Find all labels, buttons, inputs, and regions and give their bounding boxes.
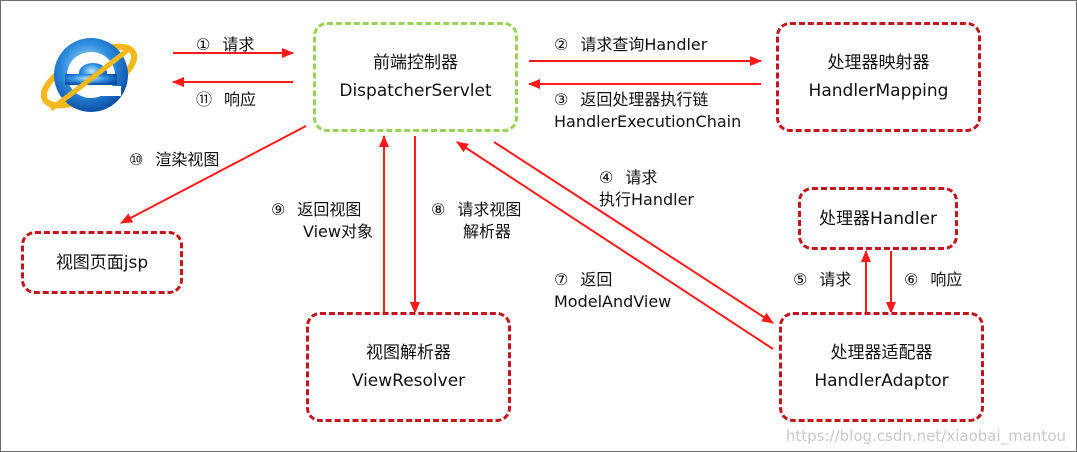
step-6-text: 响应 bbox=[930, 270, 963, 289]
step-10-number: ⑩ bbox=[129, 150, 144, 169]
step-9-text: 返回视图 bbox=[297, 200, 362, 219]
step-7-number: ⑦ bbox=[554, 270, 569, 289]
step-8-number: ⑧ bbox=[431, 200, 446, 219]
step-2-number: ② bbox=[554, 35, 569, 54]
step-2-text: 请求查询Handler bbox=[580, 35, 708, 54]
view-page-box: 视图页面jsp bbox=[21, 231, 183, 294]
internet-explorer-icon bbox=[40, 38, 138, 112]
handler-mapping-title: 处理器映射器 bbox=[827, 53, 930, 73]
step-4-label: ④ 请求 执行Handler bbox=[599, 167, 694, 211]
step-3-label: ③ 返回处理器执行链 HandlerExecutionChain bbox=[554, 89, 741, 133]
step-9-text2: View对象 bbox=[303, 222, 373, 241]
step-1-number: ① bbox=[196, 35, 211, 54]
view-resolver-subtitle: ViewResolver bbox=[351, 371, 466, 391]
step-10-label: ⑩ 渲染视图 bbox=[129, 149, 219, 171]
watermark: https://blog.csdn.net/xiaobai_mantou bbox=[785, 427, 1066, 445]
handler-adaptor-subtitle: HandlerAdaptor bbox=[814, 371, 949, 391]
step-1-label: ① 请求 bbox=[196, 34, 254, 56]
step-9-number: ⑨ bbox=[271, 200, 286, 219]
view-resolver-title: 视图解析器 bbox=[366, 343, 451, 363]
step-5-text: 请求 bbox=[819, 270, 852, 289]
step-2-label: ② 请求查询Handler bbox=[554, 34, 707, 56]
step-9-label: ⑨ 返回视图 View对象 bbox=[271, 199, 373, 243]
step-8-label: ⑧ 请求视图 解析器 bbox=[431, 199, 521, 243]
step-7-text: 返回 bbox=[580, 270, 613, 289]
step-5-number: ⑤ bbox=[793, 270, 808, 289]
step-6-number: ⑥ bbox=[904, 270, 919, 289]
arrow-step-4 bbox=[493, 141, 774, 324]
view-page-title: 视图页面jsp bbox=[55, 252, 149, 273]
step-7-text2: ModelAndView bbox=[554, 292, 672, 311]
arrow-step-7 bbox=[456, 141, 774, 350]
dispatcher-subtitle: DispatcherServlet bbox=[339, 81, 492, 101]
step-11-label: ⑪ 响应 bbox=[196, 89, 256, 111]
handler-adaptor-box: 处理器适配器 HandlerAdaptor bbox=[779, 312, 984, 422]
dispatcher-title: 前端控制器 bbox=[373, 53, 458, 73]
step-3-text2: HandlerExecutionChain bbox=[554, 112, 742, 131]
step-8-text2: 解析器 bbox=[463, 222, 512, 241]
handler-adaptor-title: 处理器适配器 bbox=[830, 343, 933, 363]
step-11-text: 响应 bbox=[224, 90, 257, 109]
step-10-text: 渲染视图 bbox=[155, 150, 220, 169]
step-3-text: 返回处理器执行链 bbox=[580, 90, 709, 109]
handler-box: 处理器Handler bbox=[798, 187, 958, 250]
step-1-text: 请求 bbox=[222, 35, 255, 54]
handler-title: 处理器Handler bbox=[819, 208, 937, 229]
dispatcher-servlet-box: 前端控制器 DispatcherServlet bbox=[313, 22, 518, 132]
step-4-text: 请求 bbox=[625, 168, 658, 187]
step-6-label: ⑥ 响应 bbox=[904, 269, 962, 291]
handler-mapping-box: 处理器映射器 HandlerMapping bbox=[776, 22, 981, 132]
step-3-number: ③ bbox=[554, 90, 569, 109]
step-11-number: ⑪ bbox=[196, 90, 213, 109]
handler-mapping-subtitle: HandlerMapping bbox=[808, 81, 949, 101]
step-5-label: ⑤ 请求 bbox=[793, 269, 851, 291]
arrow-step-10 bbox=[120, 125, 307, 224]
step-7-label: ⑦ 返回 ModelAndView bbox=[554, 269, 671, 313]
step-4-number: ④ bbox=[599, 168, 614, 187]
view-resolver-box: 视图解析器 ViewResolver bbox=[306, 312, 511, 422]
step-8-text: 请求视图 bbox=[457, 200, 522, 219]
step-4-text2: 执行Handler bbox=[599, 190, 695, 209]
